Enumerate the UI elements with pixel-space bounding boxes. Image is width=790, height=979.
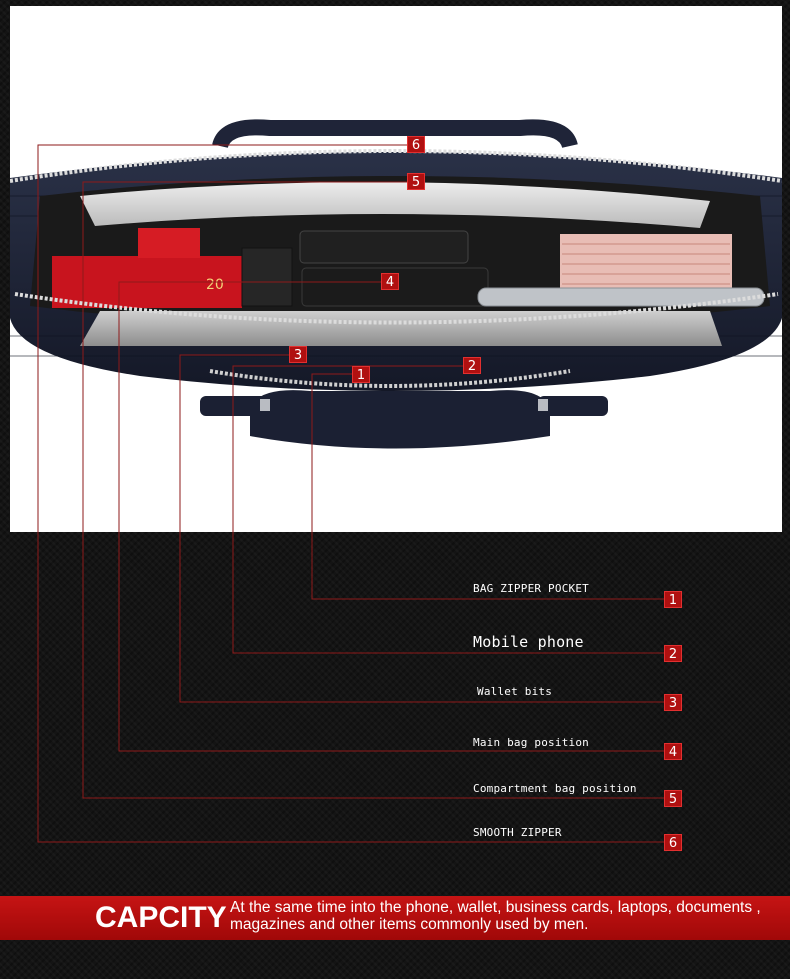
laptop xyxy=(80,311,722,346)
legend-label-4: Main bag position xyxy=(473,736,589,749)
product-photo: 20 xyxy=(10,6,782,532)
box-print-text: 20 xyxy=(206,277,224,293)
front-handle xyxy=(250,390,550,449)
tablet xyxy=(477,287,765,307)
top-handle xyxy=(212,119,578,149)
top-zipper xyxy=(10,149,782,183)
legend-badge-5: 5 xyxy=(664,790,682,807)
photo-badge-6: 6 xyxy=(407,136,425,153)
photo-badge-1: 1 xyxy=(352,366,370,383)
card-holder xyxy=(241,247,293,307)
legend-label-6: SMOOTH ZIPPER xyxy=(473,826,562,839)
capacity-banner: CAPCITY At the same time into the phone,… xyxy=(0,896,790,940)
legend-badge-1: 1 xyxy=(664,591,682,608)
legend-label-5: Compartment bag position xyxy=(473,782,637,795)
legend-badge-2: 2 xyxy=(664,645,682,662)
photo-badge-3: 3 xyxy=(289,346,307,363)
briefcase-illustration: 20 xyxy=(10,119,782,449)
legend-badge-4: 4 xyxy=(664,743,682,760)
banner-title: CAPCITY xyxy=(95,901,227,934)
photo-badge-5: 5 xyxy=(407,173,425,190)
legend-label-2: Mobile phone xyxy=(473,633,584,651)
zipper-wallet xyxy=(299,230,469,264)
photo-badge-2: 2 xyxy=(463,357,481,374)
legend-badge-3: 3 xyxy=(664,694,682,711)
legend-label-3: Wallet bits xyxy=(477,685,553,698)
legend-badge-6: 6 xyxy=(664,834,682,851)
photo-badge-4: 4 xyxy=(381,273,399,290)
legend-label-1: BAG ZIPPER POCKET xyxy=(473,582,589,595)
banner-description: At the same time into the phone, wallet,… xyxy=(230,899,761,933)
cash-stack xyxy=(560,234,732,296)
